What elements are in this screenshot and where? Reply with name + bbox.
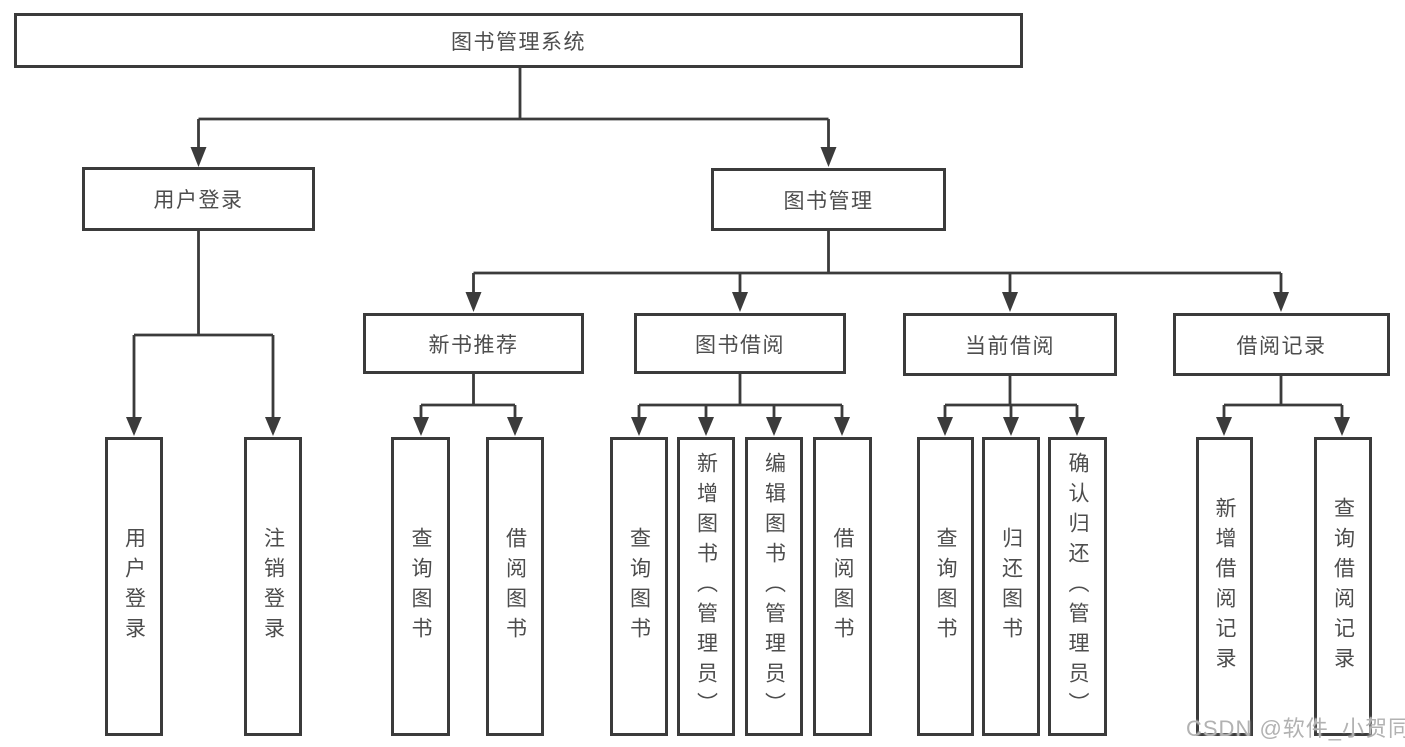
leaf-add-books-admin: 新增图书（管理员） bbox=[677, 437, 735, 736]
leaf-query-books-borrowing: 查询图书 bbox=[610, 437, 668, 736]
leaf-borrow-books-borrowing: 借阅图书 bbox=[813, 437, 872, 736]
leaf-logout: 注销登录 bbox=[244, 437, 302, 736]
node-book-borrowing: 图书借阅 bbox=[634, 313, 846, 374]
node-new-book-recommend: 新书推荐 bbox=[363, 313, 584, 374]
leaf-user-login: 用户登录 bbox=[105, 437, 163, 736]
watermark: CSDN @软件_小贺同学 bbox=[1186, 716, 1405, 741]
node-root: 图书管理系统 bbox=[14, 13, 1023, 68]
leaf-query-borrow-record: 查询借阅记录 bbox=[1314, 437, 1372, 736]
leaf-confirm-return-admin: 确认归还（管理员） bbox=[1048, 437, 1107, 736]
leaf-edit-books-admin: 编辑图书（管理员） bbox=[745, 437, 803, 736]
leaf-return-books: 归还图书 bbox=[982, 437, 1040, 736]
node-borrowing-records: 借阅记录 bbox=[1173, 313, 1390, 376]
node-book-management: 图书管理 bbox=[711, 168, 946, 231]
leaf-query-books-current: 查询图书 bbox=[917, 437, 974, 736]
node-user-login: 用户登录 bbox=[82, 167, 315, 231]
leaf-borrow-books-recommend: 借阅图书 bbox=[486, 437, 544, 736]
node-current-borrowing: 当前借阅 bbox=[903, 313, 1117, 376]
leaf-query-books-recommend: 查询图书 bbox=[391, 437, 450, 736]
leaf-add-borrow-record: 新增借阅记录 bbox=[1196, 437, 1253, 736]
